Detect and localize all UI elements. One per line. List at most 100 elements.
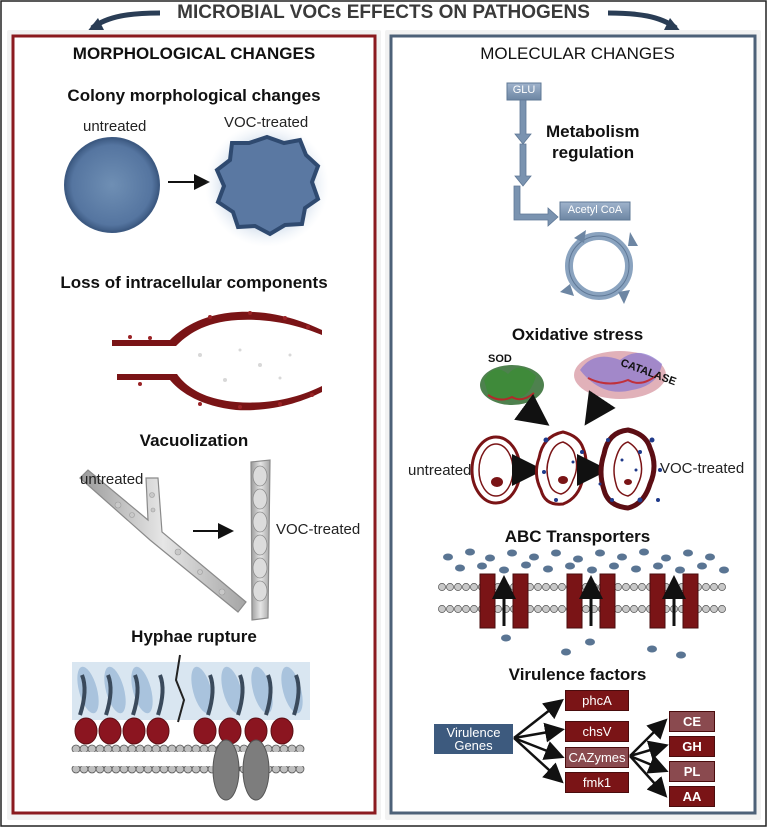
lipid-head	[558, 605, 566, 613]
lipid-head	[159, 764, 169, 774]
lipid-head	[279, 744, 289, 754]
solute-molecule	[639, 548, 649, 556]
lipid-head	[622, 605, 630, 613]
lipid-head	[199, 744, 209, 754]
lipid-head	[279, 764, 289, 774]
lipid-head	[287, 764, 297, 774]
lipid-head	[454, 605, 462, 613]
solute-molecule	[617, 553, 627, 561]
left-panel-heading: MORPHOLOGICAL CHANGES	[72, 44, 316, 63]
oxidative-treated-label: VOC-treated	[660, 460, 745, 477]
solute-molecule	[465, 548, 475, 556]
cazyme-box-pl: PL	[669, 761, 715, 782]
lipid-head	[111, 764, 121, 774]
sod-enzyme	[480, 365, 544, 405]
lipid-head	[438, 605, 446, 613]
lipid-head	[622, 583, 630, 591]
lipid-head	[103, 744, 113, 754]
lipid-head	[151, 764, 161, 774]
solute-molecule	[719, 566, 729, 574]
lipid-head	[295, 764, 305, 774]
lipid-head	[638, 583, 646, 591]
lipid-head	[438, 583, 446, 591]
lipid-head	[191, 744, 201, 754]
lipid-head	[534, 583, 542, 591]
solute-molecule	[587, 566, 597, 574]
lipid-head	[143, 764, 153, 774]
lipid-head	[462, 605, 470, 613]
lipid-head	[550, 605, 558, 613]
lipid-head	[446, 605, 454, 613]
lipid-head	[702, 583, 710, 591]
lipid-head	[271, 764, 281, 774]
solute-molecule	[521, 561, 531, 569]
solute-molecule	[573, 555, 583, 563]
solute-molecule	[609, 562, 619, 570]
metabolism-illustration	[506, 82, 638, 304]
solute-molecule	[661, 554, 671, 562]
cell-intermediate	[534, 430, 588, 506]
lipid-head	[287, 744, 297, 754]
lipid-head	[175, 764, 185, 774]
vacuolization-treated-label: VOC-treated	[276, 521, 361, 538]
lipid-head	[630, 583, 638, 591]
lipid-head	[582, 583, 590, 591]
solute-molecule	[543, 565, 553, 573]
cazyme-box-aa: AA	[669, 786, 715, 807]
solute-molecule	[443, 553, 453, 561]
oxidative-untreated-label: untreated	[408, 462, 472, 479]
lipid-head	[582, 605, 590, 613]
ros-dots	[542, 437, 662, 503]
right-panel-border	[389, 34, 757, 815]
lipid-head	[718, 583, 726, 591]
glu-label: GLU	[512, 84, 536, 96]
hypha-treated	[250, 459, 271, 621]
hyphae-title: Hyphae rupture	[131, 627, 257, 646]
cell-untreated	[470, 435, 522, 505]
oxidative-title: Oxidative stress	[511, 325, 644, 344]
lipid-head	[454, 583, 462, 591]
right-curved-arrowhead	[664, 18, 682, 33]
cell-treated	[598, 427, 657, 511]
colony-untreated	[64, 137, 160, 233]
lipid-head	[167, 764, 177, 774]
solute-molecule	[675, 566, 685, 574]
lipid-head	[127, 744, 137, 754]
lipid-head	[446, 583, 454, 591]
lipid-head	[638, 605, 646, 613]
sod-label: SOD	[488, 353, 512, 365]
solute-molecule	[565, 562, 575, 570]
lipid-head	[470, 583, 478, 591]
colony-title: Colony morphological changes	[67, 86, 321, 105]
solute-molecule	[477, 562, 487, 570]
solute-molecule	[653, 562, 663, 570]
lipid-head	[87, 744, 97, 754]
lipid-head	[95, 764, 105, 774]
gene-box-phca: phcA	[565, 690, 629, 711]
vacuolization-title: Vacuolization	[139, 431, 249, 450]
lipid-head	[295, 744, 305, 754]
lipid-head	[470, 605, 478, 613]
loss-title: Loss of intracellular components	[60, 273, 328, 292]
lipid-head	[71, 764, 81, 774]
lipid-head	[135, 744, 145, 754]
lipid-head	[79, 744, 89, 754]
lipid-head	[710, 583, 718, 591]
solute-molecule	[683, 549, 693, 557]
lipid-head	[542, 605, 550, 613]
lipid-head	[630, 605, 638, 613]
hyphae-rupture-illustration	[71, 654, 310, 801]
lipid-head	[191, 764, 201, 774]
solute-molecule	[595, 549, 605, 557]
gene-box-cazymes: CAZymes	[565, 747, 629, 768]
abc-title: ABC Transporters	[504, 527, 651, 546]
colony-untreated-label: untreated	[83, 118, 147, 135]
lipid-head	[183, 744, 193, 754]
cazyme-box-ce: CE	[669, 711, 715, 732]
lipid-head	[710, 605, 718, 613]
lipid-head	[183, 764, 193, 774]
lipid-head	[159, 744, 169, 754]
